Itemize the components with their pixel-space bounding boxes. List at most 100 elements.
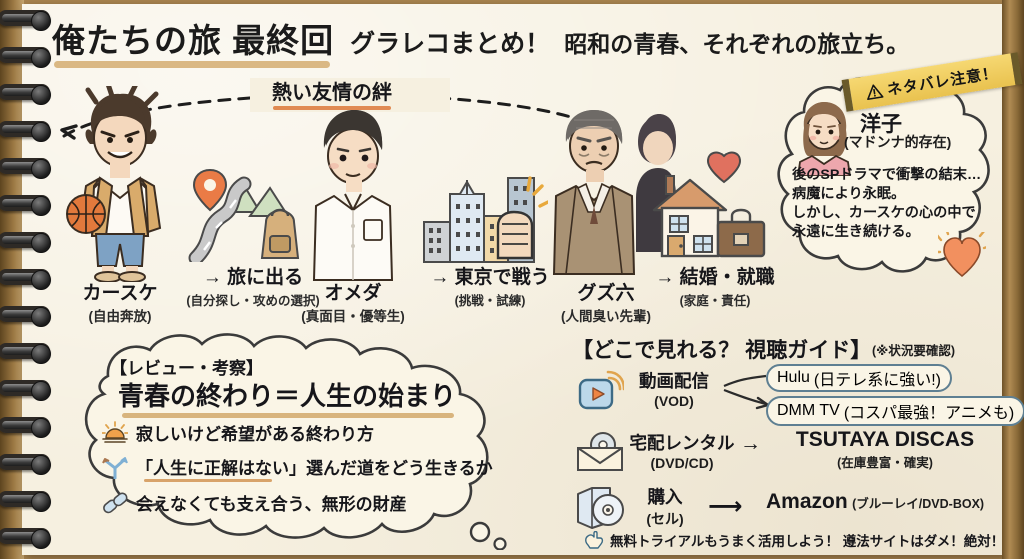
character-omeda-sub: (真面目・優等生) [301,309,405,324]
character-omeda-caption: オメダ (真面目・優等生) [288,278,418,325]
review-tag: 【レビュー・考察】 [110,359,263,378]
guide-option-tsutaya-name: TSUTAYA DISCAS [795,428,975,451]
title-main-text: 俺たちの旅 最終回 [52,22,335,59]
guide-option-hulu[interactable]: Hulu (日テレ系に強い!) [766,364,953,392]
arc-label-wrap: 熱い友情の絆 [272,76,392,110]
guide-arrow-purchase: ⟶ [708,493,743,520]
guide-row-rental [576,432,624,472]
spoiler-text-block: 後のSPドラマで衝撃の結末… 病魔により永眠。 しかし、カースケの心の中で 永遠… [792,166,981,242]
chain-link-icon [103,491,128,513]
spiral-ring [0,232,51,253]
spoiler-line-2: 病魔により永眠。 [792,186,906,202]
character-kasuke-name: カースケ [82,283,158,304]
heart-icon [938,232,986,278]
guide-row-purchase [576,486,628,530]
house-briefcase-icon [648,148,768,260]
review-headline-wrap: 青春の終わり＝人生の始まり [118,376,457,418]
transition-3-label: → 結婚・就職 [655,267,775,288]
spiral-ring [0,10,51,31]
review-item-3: 会えなくても支え合う、無形の財産 [102,490,407,515]
spoiler-card: 洋子 (マドンナ的存在) 後のSPドラマで衝撃の結末… 病魔により永眠。 しかし… [768,52,1023,294]
spoiler-line-3: しかし、カースケの心の中で [792,205,976,221]
spoiler-line-4: 永遠に生き続ける。 [792,224,920,240]
character-guzuroku-name: グズ六 [577,283,635,304]
guide-footer-text: 無料トライアルもうまく活用しよう！ 遵法サイトはダメ！絶対！ [610,534,1005,549]
guide-label-vod-sub: (VOD) [654,393,694,409]
transition-3-sub: (家庭・責任) [679,294,751,308]
spiral-ring [0,454,51,475]
spiral-ring [0,47,51,68]
guide-option-tsutaya-detail: (在庫豊富・確実) [837,456,933,470]
character-kasuke-caption: カースケ (自由奔放) [48,278,192,325]
guide-option-dmmtv[interactable]: DMM TV (コスパ最強！アニメも) [766,396,1024,426]
guide-label-vod: 動画配信 (VOD) [626,368,722,409]
title-subtitle: グラレコまとめ！ [350,30,551,58]
road-backpack-icon [188,166,312,262]
character-guzuroku-sub: (人間臭い先輩) [561,309,651,324]
transition-1-caption: → 旅に出る (自分探し・攻めの選択) [168,262,338,309]
spiral-ring [0,417,51,438]
guide-option-hulu-detail: (日テレ系に強い!) [813,372,942,389]
character-kasuke-sub: (自由奔放) [88,309,152,324]
guide-label-purchase: 購入 (セル) [628,484,702,529]
spiral-ring [0,195,51,216]
title-underline [54,61,331,68]
review-headline: 青春の終わり＝人生の始まり [118,381,457,411]
title-tagline: 昭和の青春、それぞれの旅立ち。 [564,31,910,57]
guide-row-vod [578,370,624,412]
transition-1-sub: (自分探し・攻めの選択) [186,294,320,308]
review-item-1: 寂しいけど希望がある終わり方 [102,420,374,445]
spoiler-line-1: 後のSPドラマで衝撃の結末… [792,167,982,183]
spoiler-character-name: 洋子 [860,113,902,136]
review-cloud-shape [84,333,507,550]
guide-option-amazon[interactable]: Amazon (ブルーレイ/DVD-BOX) [766,490,984,514]
sunset-icon [102,420,128,443]
guide-option-hulu-name: Hulu [777,369,810,386]
guide-label-purchase-main: 購入 [647,487,683,507]
spiral-ring [0,158,51,179]
spiral-ring [0,491,51,512]
fork-road-icon [102,456,128,479]
disc-case-icon[interactable] [576,486,628,530]
title-main-wrap: 俺たちの旅 最終回 [52,14,335,68]
guide-title: 【どこで見れる？ 視聴ガイド】 [572,339,872,362]
character-guzuroku-illustration [546,102,676,284]
guide-footer: 無料トライアルもうまく活用しよう！ 遵法サイトはダメ！絶対！ [584,530,1004,550]
transition-3-caption: → 結婚・就職 (家庭・責任) [640,262,790,309]
woman-avatar-illustration [797,102,851,176]
guide-option-tsutaya[interactable]: TSUTAYA DISCAS (在庫豊富・確実) [770,428,1000,471]
review-headline-underline [122,413,455,418]
guide-label-rental-sub: (DVD/CD) [650,455,714,471]
review-item-2: 「人生に正解はない」選んだ道をどう生きるか [102,454,493,482]
character-guzuroku-caption: グズ六 (人間臭い先輩) [536,278,676,325]
transition-1-label: → 旅に出る [202,267,304,288]
spiral-ring [0,528,51,549]
spiral-ring [0,343,51,364]
review-item-2-text: 「人生に正解はない」選んだ道をどう生きるか [136,454,493,482]
transition-2-sub: (挑戦・試練) [454,294,526,308]
city-fist-icon [422,164,548,264]
character-omeda-illustration [298,104,408,284]
arc-label-underline [273,106,391,110]
warning-triangle-icon [867,83,884,100]
review-item-1-text: 寂しいけど希望がある終わり方 [136,425,374,444]
guide-option-dmmtv-detail: (コスパ最強！アニメも) [843,405,1015,422]
guide-option-dmmtv-name: DMM TV [777,402,840,419]
mail-disc-icon[interactable] [576,432,624,472]
guide-label-vod-main: 動画配信 [639,371,709,391]
spiral-ring [0,121,51,142]
guide-option-amazon-name: Amazon [766,490,848,513]
guide-option-amazon-detail: (ブルーレイ/DVD-BOX) [852,497,985,511]
video-play-icon[interactable] [578,370,624,412]
spiral-ring [0,306,51,327]
page-title: 俺たちの旅 最終回 グラレコまとめ！ 昭和の青春、それぞれの旅立ち。 [52,14,982,68]
review-item-2-underline [144,479,272,482]
spoiler-warning-tape: ネタバレ注意！ [841,52,1023,112]
guide-note: (※状況要確認) [872,344,955,358]
spiral-ring [0,269,51,290]
spoiler-character-role: (マドンナ的存在) [844,134,952,150]
review-item-2-label: 「人生に正解はない」選んだ道をどう生きるか [136,459,493,478]
viewing-guide: 【どこで見れる？ 視聴ガイド】 (※状況要確認) 動画配信 (VOD) Hulu… [570,334,1024,554]
transition-2-caption: → 東京で戦う (挑戦・試練) [412,262,568,309]
